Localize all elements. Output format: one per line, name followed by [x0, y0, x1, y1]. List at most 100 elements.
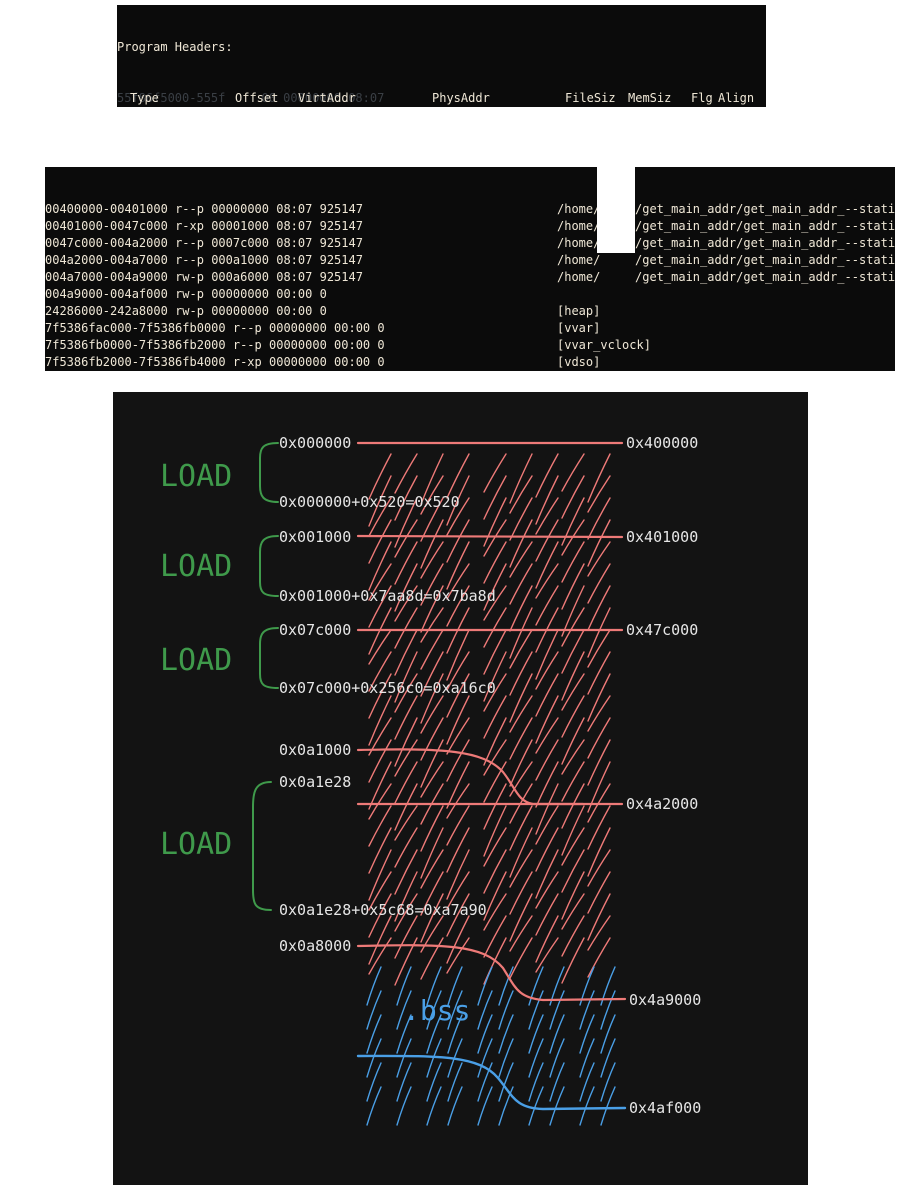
hatch-stroke-146 [420, 805, 444, 852]
hatch-stroke-48 [446, 563, 470, 600]
hatch-stroke-166 [483, 849, 507, 894]
load-label-3: LOAD [160, 643, 232, 678]
hatch-stroke-196 [561, 915, 585, 957]
bss-hatch-stroke-46 [528, 1062, 544, 1102]
map-offset: 00000000 [211, 304, 269, 318]
hatch-stroke-170 [587, 849, 611, 887]
hatch-stroke-118 [394, 739, 418, 777]
bss-hatch-stroke-18 [579, 990, 595, 1030]
map-inode: 925147 [319, 202, 363, 216]
hatch-stroke-5 [509, 453, 533, 504]
hatch-stroke-40 [483, 541, 507, 584]
memory-map-row: 004a9000-004af000 rw-p 00000000 00:00 0 [45, 286, 895, 303]
hatch-stroke-161 [587, 827, 611, 877]
bss-hatch-stroke-27 [549, 1014, 565, 1054]
map-offset: 00001000 [211, 219, 269, 233]
hatch-stroke-187 [561, 893, 585, 930]
map-dev: 08:07 [276, 202, 313, 216]
hatch-stroke-103 [483, 695, 507, 739]
bss-hatch-stroke-52 [426, 1086, 442, 1126]
hatch-stroke-58 [483, 585, 507, 621]
bss-hatch-stroke-42 [426, 1062, 442, 1102]
segment-line-2 [356, 534, 624, 539]
memory-map-row: 0047c000-004a2000 r--p 0007c000 08:07 92… [45, 235, 895, 252]
map-path-prefix: /home/ [557, 236, 601, 250]
hatch-stroke-120 [446, 739, 470, 782]
hatch-stroke-195 [535, 915, 559, 963]
bss-hatch-stroke-33 [447, 1038, 463, 1078]
bss-hatch-stroke-36 [528, 1038, 544, 1078]
hatch-stroke-121 [483, 739, 507, 776]
map-offset: 000a6000 [211, 270, 269, 284]
map-range: 0047c000-004a2000 [45, 236, 168, 250]
hatch-stroke-119 [420, 739, 444, 788]
hatch-stroke-51 [535, 563, 559, 599]
bss-end-line [356, 1054, 627, 1111]
hatch-stroke-83 [420, 651, 444, 697]
hatch-stroke-6 [535, 453, 559, 498]
hatch-stroke-18 [368, 497, 392, 537]
bss-hatch-stroke-8 [579, 966, 595, 1006]
hatch-stroke-7 [561, 453, 585, 492]
map-perms: r-xp [232, 355, 262, 369]
map-dev: 08:07 [276, 219, 313, 233]
map-perms: rw-p [175, 304, 204, 318]
map-dev: 00:00 [334, 338, 371, 352]
diagram-canvas: LOAD LOAD LOAD LOAD 0x000000 0x000000+0x… [160, 434, 701, 1126]
hatch-stroke-124 [561, 739, 585, 775]
hatch-stroke-46 [394, 563, 418, 612]
memory-map-row: 7f5386fac000-7f5386fb0000 r--p 00000000 … [45, 320, 895, 337]
hatch-stroke-35 [587, 519, 611, 567]
hatch-stroke-52 [561, 563, 585, 610]
hatch-stroke-194 [509, 915, 533, 952]
hatch-stroke-183 [446, 893, 470, 937]
map-path-prefix: [vvar] [557, 321, 601, 335]
memory-map-row: 7f5386fb0000-7f5386fb2000 r--p 00000000 … [45, 337, 895, 354]
hatch-stroke-74 [420, 629, 444, 670]
hatch-stroke-174 [446, 871, 470, 910]
hatch-stroke-102 [446, 695, 470, 745]
hatch-stroke-47 [420, 563, 444, 606]
bss-hatch-stroke-37 [549, 1038, 565, 1078]
map-dev: 00:00 [334, 355, 371, 369]
hatch-stroke-167 [509, 849, 533, 888]
hatch-stroke-160 [561, 827, 585, 866]
hatch-stroke-81 [368, 651, 392, 692]
column-align: Align [718, 91, 755, 105]
virt-addr-4: 0x4a2000 [626, 795, 698, 813]
hatch-stroke-138 [446, 783, 470, 819]
hatch-stroke-95 [509, 673, 533, 723]
bss-hatch-stroke-16 [528, 990, 544, 1030]
hatch-stroke-163 [394, 849, 418, 895]
hatch-stroke-101 [420, 695, 444, 734]
map-left-columns: 7f5386fac000-7f5386fb0000 r--p 00000000 … [45, 320, 385, 337]
hatch-stroke-131 [509, 761, 533, 797]
hatch-stroke-26 [587, 497, 611, 540]
hatch-stroke-184 [483, 893, 507, 931]
map-offset: 000a1000 [211, 253, 269, 267]
map-offset: 00000000 [269, 338, 327, 352]
load-brace-3 [259, 627, 279, 689]
memory-map-row: 00401000-0047c000 r-xp 00001000 08:07 92… [45, 218, 895, 235]
hatch-stroke-148 [483, 805, 507, 857]
load-brace-2 [259, 535, 279, 597]
hatch-stroke-19 [394, 497, 418, 548]
bss-hatch-stroke-49 [600, 1062, 616, 1102]
hatch-stroke-168 [535, 849, 559, 899]
bss-hatch-stroke-15 [498, 990, 514, 1030]
map-path-prefix: /home/ [557, 219, 601, 233]
map-dev: 08:07 [276, 270, 313, 284]
bss-hatch-stroke-43 [447, 1062, 463, 1102]
bss-hatch-stroke-55 [498, 1086, 514, 1126]
hatch-stroke-206 [587, 937, 611, 978]
hatch-stroke-197 [587, 915, 611, 951]
hatch-stroke-117 [368, 739, 392, 783]
hatch-stroke-153 [368, 827, 392, 874]
hatch-stroke-37 [394, 541, 418, 585]
bss-hatch-stroke-58 [579, 1086, 595, 1126]
hatch-stroke-72 [368, 629, 392, 665]
hatch-stroke-10 [394, 475, 418, 521]
bss-hatch-stroke-19 [600, 990, 616, 1030]
hatch-stroke-33 [535, 519, 559, 562]
hatch-stroke-11 [420, 475, 444, 515]
